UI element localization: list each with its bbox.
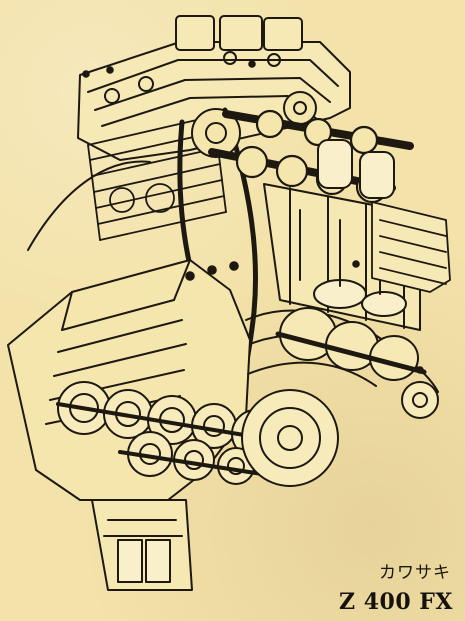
model-caption: Z 400 FX — [339, 589, 453, 615]
maker-caption: カワサキ — [379, 563, 451, 583]
transmission-gears — [56, 381, 288, 485]
front-cylinder-head — [371, 201, 451, 293]
fastener-details — [82, 60, 424, 374]
clutch-assembly — [241, 309, 439, 487]
crankshaft — [275, 307, 427, 381]
oil-pan — [91, 499, 193, 591]
